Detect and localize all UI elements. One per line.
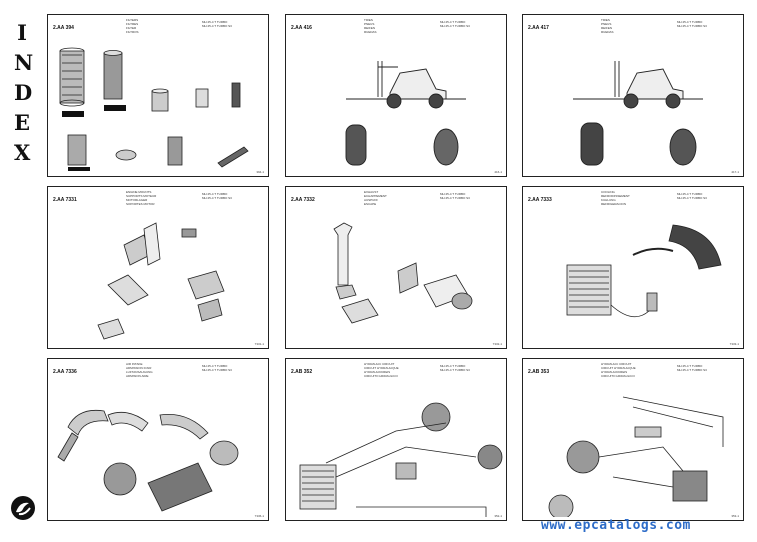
page-footer: 7336-1 (254, 514, 264, 518)
model-list: MH 25-4 T TURBO MH 25-4 T TURBO S3 (677, 20, 707, 28)
page-footer: 417-1 (731, 170, 739, 174)
model-list: MH 25-4 T TURBO MH 25-4 T TURBO S3 (202, 192, 232, 200)
model-list: MH 25-4 T TURBO MH 25-4 T TURBO S3 (202, 364, 232, 372)
page-header: 2.AA 416 TIRES PNEUS REIFEN RUEDAS MH 25… (286, 15, 506, 43)
page-header: 2.AA 7333 COOLING REFROIDISSEMENT KUHLUN… (523, 187, 743, 215)
cooling-illustration (566, 224, 722, 318)
page-footer: 353-1 (731, 514, 739, 518)
page-footer: 394-1 (256, 170, 264, 174)
page-description: HYDRAULIC CIRCUIT CIRCUIT HYDRAULIQUE HY… (364, 362, 399, 378)
page-footer: 352-1 (494, 514, 502, 518)
model-list: MH 25-4 T TURBO MH 25-4 T TURBO S3 (677, 364, 707, 372)
page-description: ENGINE MOUNTS SUPPORTS MOTEUR MOTORLAGER… (126, 190, 157, 206)
page-footer: 416-1 (494, 170, 502, 174)
page-description: TIRES PNEUS REIFEN RUEDAS (364, 18, 377, 34)
page-header: 2.AA 417 TIRES PNEUS REIFEN RUEDAS MH 25… (523, 15, 743, 43)
page-description: EXHAUST ECHAPPEMENT AUSPUFF ESCAPE (364, 190, 387, 206)
page-code: 2.AA 417 (528, 25, 549, 31)
catalog-page-2aa416[interactable]: 2.AA 416 TIRES PNEUS REIFEN RUEDAS MH 25… (285, 14, 507, 177)
model-list: MH 25-4 T TURBO MH 25-4 T TURBO S3 (677, 192, 707, 200)
index-side-title: I N D E X (14, 18, 34, 168)
page-description: HYDRAULIC CIRCUIT CIRCUIT HYDRAULIQUE HY… (601, 362, 636, 378)
page-code: 2.AA 7333 (528, 197, 552, 203)
page-code: 2.AA 7331 (53, 197, 77, 203)
index-letter: D (14, 80, 33, 105)
page-code: 2.AA 394 (53, 25, 74, 31)
index-letter: I (17, 20, 27, 45)
model-list: MH 25-4 T TURBO MH 25-4 T TURBO S3 (440, 364, 470, 372)
model-list: MH 25-4 T TURBO MH 25-4 T TURBO S3 (440, 20, 470, 28)
model-list: MH 25-4 T TURBO MH 25-4 T TURBO S3 (440, 192, 470, 200)
page-header: 2.AA 7336 AIR INTAKE ADMISSION D'AIR LUF… (48, 359, 268, 387)
catalog-page-2aa7331[interactable]: 2.AA 7331 ENGINE MOUNTS SUPPORTS MOTEUR … (47, 186, 269, 349)
model-list: MH 25-4 T TURBO MH 25-4 T TURBO S3 (202, 20, 232, 28)
page-description: TIRES PNEUS REIFEN RUEDAS (601, 18, 614, 34)
page-header: 2.AB 352 HYDRAULIC CIRCUIT CIRCUIT HYDRA… (286, 359, 506, 387)
filters-illustration (59, 47, 249, 171)
page-header: 2.AA 7331 ENGINE MOUNTS SUPPORTS MOTEUR … (48, 187, 268, 215)
page-code: 2.AA 7336 (53, 369, 77, 375)
brand-logo-icon (11, 496, 35, 520)
catalog-page-2aa7336[interactable]: 2.AA 7336 AIR INTAKE ADMISSION D'AIR LUF… (47, 358, 269, 521)
page-footer: 7333-1 (729, 342, 739, 346)
catalog-page-2ab353[interactable]: 2.AB 353 HYDRAULIC CIRCUIT CIRCUIT HYDRA… (522, 358, 744, 521)
page-code: 2.AB 352 (291, 369, 313, 375)
page-header: 2.AA 394 FILTERS FILTRES FILTER FILTROS … (48, 15, 268, 43)
catalog-page-2aa7332[interactable]: 2.AA 7332 EXHAUST ECHAPPEMENT AUSPUFF ES… (285, 186, 507, 349)
page-description: COOLING REFROIDISSEMENT KUHLUNG REFRIGER… (601, 190, 630, 206)
page-header: 2.AA 7332 EXHAUST ECHAPPEMENT AUSPUFF ES… (286, 187, 506, 215)
page-description: FILTERS FILTRES FILTER FILTROS (126, 18, 139, 34)
page-code: 2.AB 353 (528, 369, 550, 375)
page-header: 2.AB 353 HYDRAULIC CIRCUIT CIRCUIT HYDRA… (523, 359, 743, 387)
catalog-page-2aa7333[interactable]: 2.AA 7333 COOLING REFROIDISSEMENT KUHLUN… (522, 186, 744, 349)
index-letter: X (14, 140, 31, 165)
hydraulic-circuit-illustration (548, 396, 724, 517)
catalog-page-2aa394[interactable]: 2.AA 394 FILTERS FILTRES FILTER FILTROS … (47, 14, 269, 177)
site-watermark: www.epcatalogs.com (541, 518, 691, 533)
forklift-tires-illustration (573, 61, 703, 166)
index-letter: E (14, 110, 31, 135)
page-footer: 7332-1 (492, 342, 502, 346)
catalog-page-2aa417[interactable]: 2.AA 417 TIRES PNEUS REIFEN RUEDAS MH 25… (522, 14, 744, 177)
page-footer: 7331-1 (254, 342, 264, 346)
hydraulic-circuit-illustration (299, 402, 503, 517)
index-letter: N (14, 50, 34, 75)
exhaust-illustration (333, 222, 473, 324)
forklift-tires-illustration (345, 61, 466, 166)
page-description: AIR INTAKE ADMISSION D'AIR LUFTANSAUGUNG… (126, 362, 153, 378)
page-code: 2.AA 416 (291, 25, 312, 31)
page-code: 2.AA 7332 (291, 197, 315, 203)
air-intake-illustration (57, 409, 239, 512)
engine-mounts-illustration (97, 222, 225, 340)
catalog-page-2ab352[interactable]: 2.AB 352 HYDRAULIC CIRCUIT CIRCUIT HYDRA… (285, 358, 507, 521)
